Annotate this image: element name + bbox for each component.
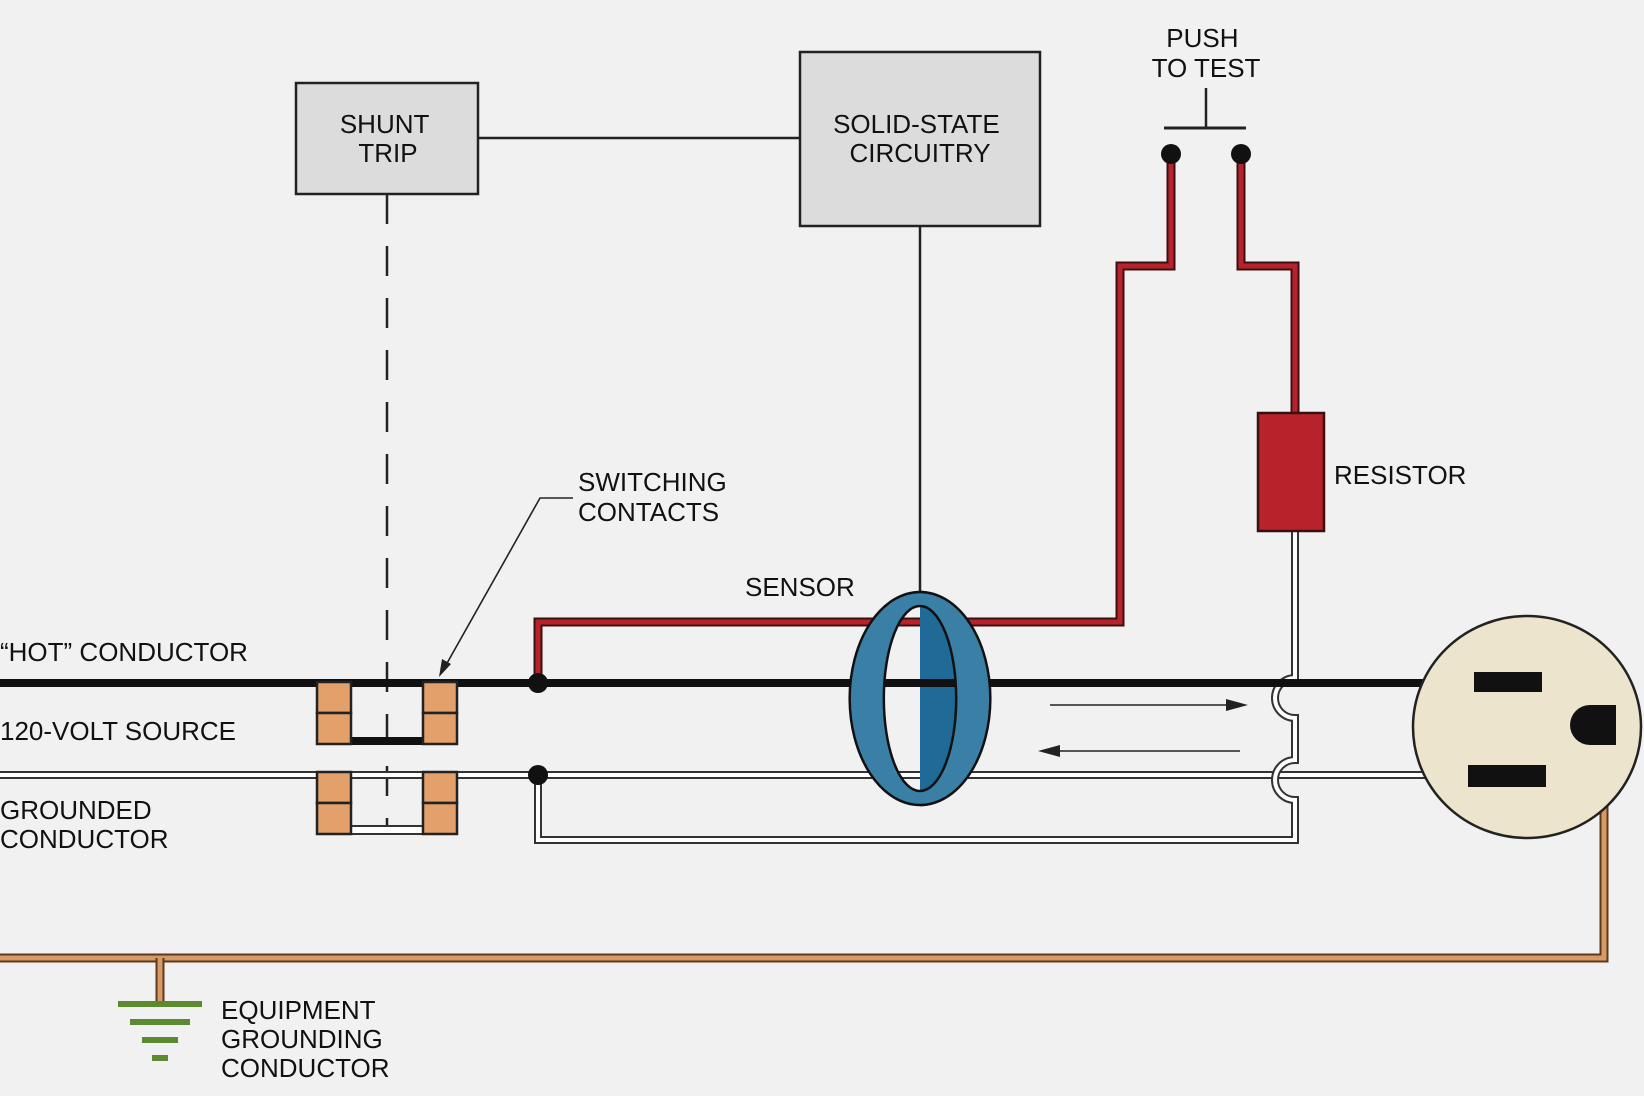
shunt-trip-label: SHUNT TRIP [340, 109, 436, 168]
equipment-grounding-wire [0, 740, 1609, 1003]
equipment-grounding-label: EQUIPMENT GROUNDING CONDUCTOR [221, 995, 390, 1083]
switching-contacts-leader [439, 497, 573, 677]
receptacle-hot-slot [1474, 672, 1542, 692]
switch-terminal-right [1231, 144, 1251, 164]
shunt-trip-box [294, 81, 480, 196]
switching-contacts [315, 680, 459, 836]
resistor [1256, 411, 1326, 533]
receptacle-neutral-slot [1468, 765, 1546, 787]
receptacle-ground-slot [1570, 705, 1616, 745]
solid-state-circuitry-box [798, 50, 1042, 228]
hot-junction-node [528, 673, 548, 693]
hot-conductor-label: “HOT” CONDUCTOR [0, 637, 248, 667]
grounded-conductor-label: GROUNDED CONDUCTOR [0, 795, 169, 854]
resistor-label: RESISTOR [1334, 460, 1466, 490]
test-circuit-wire [533, 155, 1300, 683]
push-to-test-label: PUSH TO TEST [1152, 23, 1261, 83]
switching-contacts-label: SWITCHING CONTACTS [578, 467, 734, 527]
switch-terminal-left [1161, 144, 1181, 164]
ground-symbol [118, 1001, 202, 1061]
receptacle [1411, 614, 1643, 840]
push-to-test-switch [1161, 88, 1251, 164]
sensor-label: SENSOR [745, 572, 855, 602]
current-arrows [1038, 699, 1248, 757]
solid-state-label: SOLID-STATE CIRCUITRY [833, 109, 1007, 168]
neutral-junction-node [528, 765, 548, 785]
sensor-ring [848, 590, 992, 807]
source-label: 120-VOLT SOURCE [0, 716, 236, 746]
